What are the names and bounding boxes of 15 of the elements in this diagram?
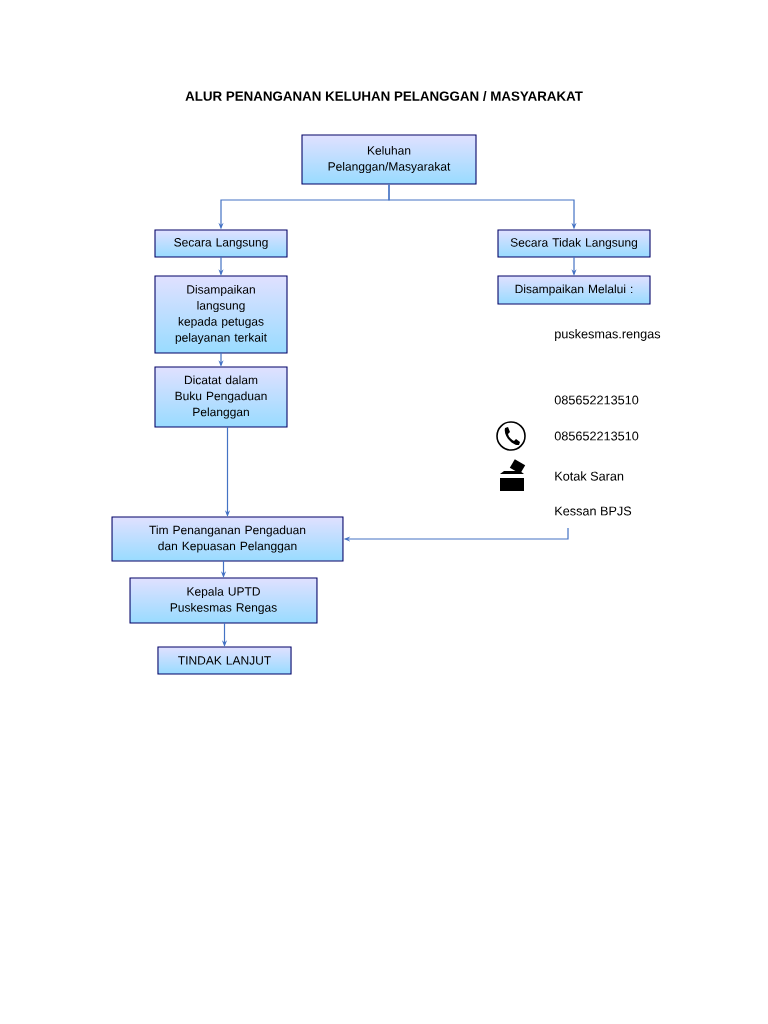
contact-text: Kotak Saran (555, 471, 624, 481)
process-box: Disampaikan langsung kepada petugas pelayanan terkait (154, 275, 288, 354)
contact-text: 085652213510 (554, 395, 639, 405)
process-box: Tim Penanganan Pengaduan dan Kepuasan Pelanggan (111, 516, 344, 562)
process-box: TINDAK LANJUT (157, 646, 292, 675)
contact-text: Kessan BPJS (555, 506, 632, 516)
contact-text: puskesmas.rengas (555, 329, 661, 341)
process-box: Dicatat dalam Buku Pengaduan Pelanggan (154, 366, 288, 428)
process-box: Kepala UPTD Puskesmas Rengas (129, 577, 318, 624)
process-box: Keluhan Pelanggan/Masyarakat (301, 134, 477, 185)
process-box: Secara Tidak Langsung (497, 229, 651, 258)
process-box: Disampaikan Melalui : (497, 275, 651, 305)
process-box: Secara Langsung (154, 229, 288, 258)
contact-text: 085652213510 (554, 431, 639, 441)
title: ALUR PENANGANAN KELUHAN PELANGGAN / MASYARAKAT (185, 91, 583, 101)
